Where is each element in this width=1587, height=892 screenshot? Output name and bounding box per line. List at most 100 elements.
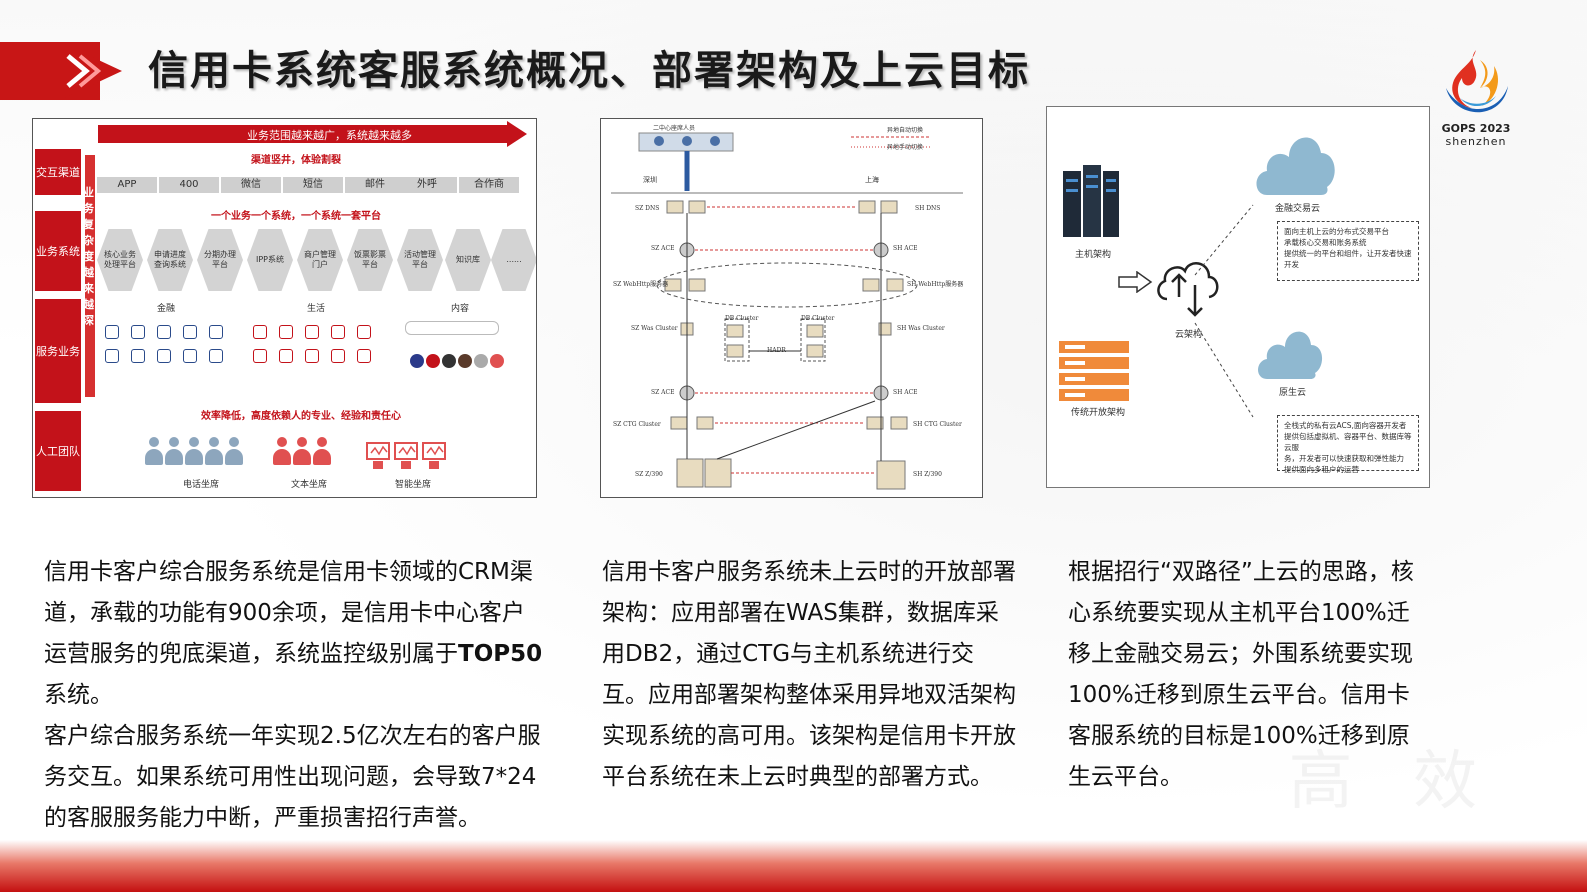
system-hex: 申请进度查询系统 — [147, 229, 193, 291]
native-cloud-label: 原生云 — [1279, 388, 1307, 398]
system-heading: 一个业务一个系统，一个系统一套平台 — [211, 211, 381, 222]
smart-agents-icon — [366, 442, 446, 469]
finance-app-icon — [131, 349, 145, 363]
vertical-arrow — [85, 155, 95, 397]
finance-icon-grid — [99, 325, 229, 363]
chevron-right-icon — [66, 54, 102, 88]
node-label: SZ WebHttp服务器 — [613, 281, 669, 288]
life-app-icon — [305, 325, 319, 339]
cloud-upload-icon — [1157, 262, 1219, 317]
life-app-icon — [331, 325, 345, 339]
footer-band — [0, 840, 1587, 892]
paragraph-text: 信用卡客户综合服务系统是信用卡领域的CRM渠道，承载的功能有900余项，是信用卡… — [44, 559, 533, 667]
architecture-diagram — [611, 132, 963, 490]
side-label-services: 服务业务 — [35, 299, 81, 403]
note-line: 提供面向多租户的运营 — [1284, 465, 1359, 474]
finance-app-icon — [183, 325, 197, 339]
node-label: SZ Z/390 — [635, 471, 663, 478]
page-title: 信用卡系统客服系统概况、部署架构及上云目标 — [148, 48, 1030, 94]
system-hex: 分期办理平台 — [197, 229, 243, 291]
node-label: SZ DNS — [635, 205, 660, 212]
mainframe-label: 主机架构 — [1075, 250, 1112, 260]
node-label: SH Was Cluster — [897, 325, 945, 332]
node-label: SH CTG Cluster — [913, 421, 962, 428]
node-label: SH ACE — [893, 389, 918, 396]
open-architecture-icon — [1059, 341, 1129, 401]
node-label: SH WebHttp服务器 — [907, 281, 964, 288]
channel-chip: 短信 — [283, 177, 343, 193]
gops-flame-icon — [1446, 50, 1508, 113]
paragraph-text: 系统。 — [44, 682, 113, 708]
finance-app-icon — [131, 325, 145, 339]
node-label: SZ ACE — [651, 245, 675, 252]
group-label-life: 生活 — [307, 304, 326, 314]
background-watermark: 高 效 — [1288, 745, 1497, 819]
channel-chip: 外呼 — [397, 177, 457, 193]
note-line: 面向主机上云的分布式交易平台 — [1284, 227, 1389, 236]
note-line: 提供统一的平台和组件，让开发者快速开发 — [1284, 249, 1412, 269]
finance-app-icon — [209, 349, 223, 363]
team-label-phone: 电话坐席 — [183, 480, 220, 490]
agents-label: 二中心座席人员 — [653, 125, 696, 132]
team-label-text: 文本坐席 — [291, 480, 328, 490]
life-app-icon — [279, 325, 293, 339]
financial-cloud-notes: 面向主机上云的分布式交易平台 承载核心交易和账务系统 提供统一的平台和组件，让开… — [1277, 221, 1419, 281]
life-app-icon — [253, 349, 267, 363]
arrow-right-icon — [1118, 271, 1153, 293]
team-heading: 效率降低，高度依赖人的专业、经验和责任心 — [201, 411, 401, 422]
node-label: SZ CTG Cluster — [613, 421, 661, 428]
node-label: SZ Was Cluster — [631, 325, 678, 332]
paragraph: 信用卡客户服务系统未上云时的开放部署架构：应用部署在WAS集群，数据库采用DB2… — [602, 559, 1016, 790]
paragraph: 根据招行“双路径”上云的思路，核心系统要实现从主机平台100%迁移上金融交易云；… — [1068, 559, 1414, 790]
channel-chip: 微信 — [221, 177, 281, 193]
note-line: 提供包括虚拟机、容器平台、数据库等云服 — [1284, 432, 1412, 452]
finance-app-icon — [183, 349, 197, 363]
side-label-team: 人工团队 — [35, 411, 81, 491]
system-hex: 活动管理平台 — [397, 229, 443, 291]
cloud-architecture-label: 云架构 — [1175, 330, 1203, 340]
system-hex: 知识库 — [445, 229, 491, 291]
open-architecture-label: 传统开放架构 — [1071, 408, 1126, 418]
finance-app-icon — [157, 325, 171, 339]
text-agents-icon — [273, 437, 333, 471]
life-app-icon — [357, 349, 371, 363]
side-label-channel: 交互渠道 — [35, 149, 81, 195]
column-deployment: 信用卡客户服务系统未上云时的开放部署架构：应用部署在WAS集群，数据库采用DB2… — [602, 552, 1020, 798]
life-app-icon — [253, 325, 267, 339]
channel-heading: 渠道竖井，体验割裂 — [251, 155, 341, 166]
business-overview-figure: 交互渠道 业务系统 服务业务 人工团队 业务复杂度越来越深 业务范围越来越广，系… — [32, 118, 537, 498]
cloud-target-figure: 主机架构 传统开放架构 云架构 金融交易云 原生云 面向主机上云的分布式交易平台… — [1046, 106, 1430, 488]
system-hex: 饭票影票平台 — [347, 229, 393, 291]
note-line: 务，开发者可以快速获取和弹性能力 — [1284, 454, 1404, 463]
system-hex: 商户管理门户 — [297, 229, 343, 291]
logo-event: GOPS 2023 — [1441, 122, 1511, 135]
life-app-icon — [305, 349, 319, 363]
paragraph: 客户综合服务系统一年实现2.5亿次左右的客户服务交互。如果系统可用性出现问题，会… — [44, 723, 541, 831]
finance-app-icon — [105, 349, 119, 363]
channel-chip: 400 — [159, 177, 219, 193]
vertical-arrow-label: 业务复杂度越来越深 — [83, 186, 94, 327]
paragraph: 信用卡客户综合服务系统是信用卡领域的CRM渠道，承载的功能有900余项，是信用卡… — [44, 552, 544, 716]
phone-agents-icon — [145, 437, 245, 471]
mainframe-server-icon — [1063, 165, 1119, 237]
note-line: 承载核心交易和账务系统 — [1284, 238, 1367, 247]
native-cloud-icon — [1258, 331, 1323, 379]
top-arrow — [98, 125, 508, 143]
note-line: 全栈式的私有云ACS,面向容器开发者 — [1284, 421, 1407, 430]
content-search-mock — [405, 321, 499, 335]
channel-chip: 邮件 — [345, 177, 405, 193]
life-app-icon — [331, 349, 345, 363]
side-label-systems: 业务系统 — [35, 211, 81, 291]
top-arrow-label: 业务范围越来越广，系统越来越多 — [247, 129, 412, 142]
team-label-smart: 智能坐席 — [395, 480, 432, 490]
system-hex: 核心业务处理平台 — [97, 229, 143, 291]
finance-app-icon — [157, 349, 171, 363]
db-label: DB Cluster — [801, 315, 835, 322]
node-label: SH DNS — [915, 205, 941, 212]
title-chevron — [60, 42, 122, 100]
native-cloud-notes: 全栈式的私有云ACS,面向容器开发者 提供包括虚拟机、容器平台、数据库等云服 务… — [1277, 415, 1419, 474]
top-arrow-head — [507, 121, 527, 147]
gops-logo: GOPS 2023 shenzhen — [1432, 42, 1520, 162]
life-icon-grid — [247, 325, 377, 363]
site-sh: 上海 — [865, 176, 879, 184]
